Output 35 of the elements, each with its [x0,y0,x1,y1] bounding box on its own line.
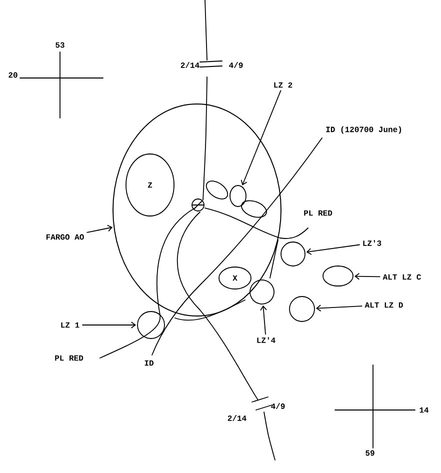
circle-marker [289,296,315,322]
map-label: 59 [366,450,374,456]
map-label: 4/9 [229,62,243,68]
leader-arrow [260,305,267,335]
callout-label: LZ'3 [363,240,382,246]
labeled-area: X [218,266,252,290]
map-label: 2/14 [180,62,200,68]
callout-label: LZ'4 [257,337,276,343]
callout-label: FARGO AO [46,234,84,240]
oval-marker [230,185,246,207]
map-label: ID (120700 June) [326,126,402,134]
oval-marker [322,266,354,286]
labeled-area: Z [126,154,174,216]
leader-arrow [316,304,362,312]
map-label: ID [144,360,154,366]
map-label: 4/9 [271,403,285,409]
leader-arrow [240,90,282,186]
leader-arrow [354,272,380,280]
outlined-area [112,104,282,316]
leader-arrow [306,244,360,255]
circle-marker [137,311,165,339]
circle-marker [280,242,306,266]
map-label: 53 [56,42,64,48]
map-label: 2/14 [228,415,246,421]
callout-label: ALT LZ C [382,274,421,280]
map-label: PL RED [55,355,84,361]
circle-marker [250,280,274,304]
map-label: PL RED [304,210,332,216]
leader-arrow [86,224,113,233]
callout-label: ALT LZ D [364,302,403,308]
callout-label: LZ 2 [274,82,292,88]
map-label: 20 [8,72,18,78]
callout-label: LZ 1 [61,322,80,328]
map-label: 14 [420,407,429,413]
leader-arrow [82,322,136,328]
